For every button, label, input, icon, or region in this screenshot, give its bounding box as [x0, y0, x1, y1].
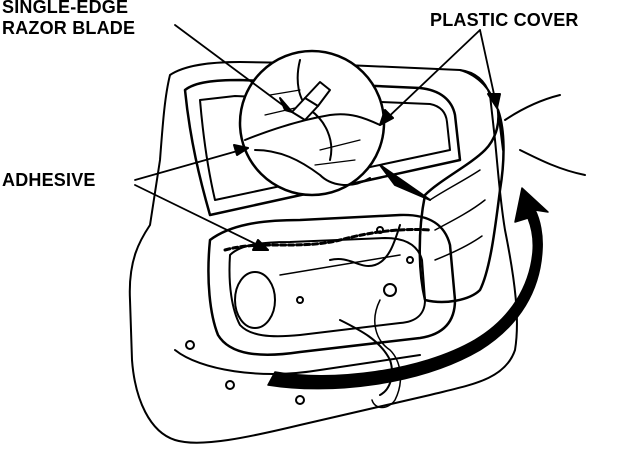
- plastic-cover-fold: [429, 169, 486, 261]
- leader-cover-1: [379, 29, 481, 126]
- inner-panel-recess: [228, 237, 426, 338]
- speaker-opening: [234, 271, 276, 329]
- latch-rod: [279, 254, 401, 276]
- inner-panel: [207, 213, 457, 357]
- clip-4: [295, 395, 305, 405]
- magnifier-circle: [238, 49, 386, 197]
- arrowhead-adhesive-2: [252, 239, 269, 251]
- label-adhesive: ADHESIVE: [2, 170, 96, 190]
- arm-rest: [339, 319, 393, 396]
- label-razor-line1: SINGLE-EDGE: [2, 0, 129, 17]
- magnifier-panel: [254, 149, 371, 186]
- door-edge: [504, 94, 561, 121]
- door-front-post: [459, 69, 504, 151]
- label-razor-line2: RAZOR BLADE: [2, 18, 136, 38]
- leader-adhesive-2: [134, 184, 269, 251]
- plastic-cover: [418, 108, 505, 304]
- magnifier-lines: [264, 89, 361, 166]
- leader-razor: [174, 24, 293, 113]
- body-line: [519, 149, 586, 176]
- peel-direction-arrow: [267, 187, 549, 390]
- arrowhead-razor: [279, 97, 293, 113]
- clip-1: [383, 283, 397, 297]
- arrowhead-adhesive-1: [233, 144, 249, 156]
- magnifier-cover-edge: [244, 113, 381, 141]
- clip-2: [185, 340, 195, 350]
- wiring: [329, 224, 401, 268]
- arrowhead-cover-1: [379, 109, 394, 126]
- door-outer-panel: [128, 61, 518, 444]
- leader-adhesive-1: [134, 147, 249, 181]
- label-razor-blade: SINGLE-EDGE RAZOR BLADE: [2, 0, 135, 39]
- window-frame: [183, 78, 462, 217]
- magnifier-connector: [379, 164, 431, 201]
- clip-5: [296, 296, 304, 304]
- clip-6: [376, 226, 384, 234]
- clip-3: [225, 380, 235, 390]
- label-plastic-cover: PLASTIC COVER: [430, 10, 579, 30]
- clip-7: [406, 256, 414, 264]
- razor-handle: [304, 81, 331, 107]
- arrowhead-cover-2: [487, 93, 501, 109]
- lower-panel: [174, 349, 421, 375]
